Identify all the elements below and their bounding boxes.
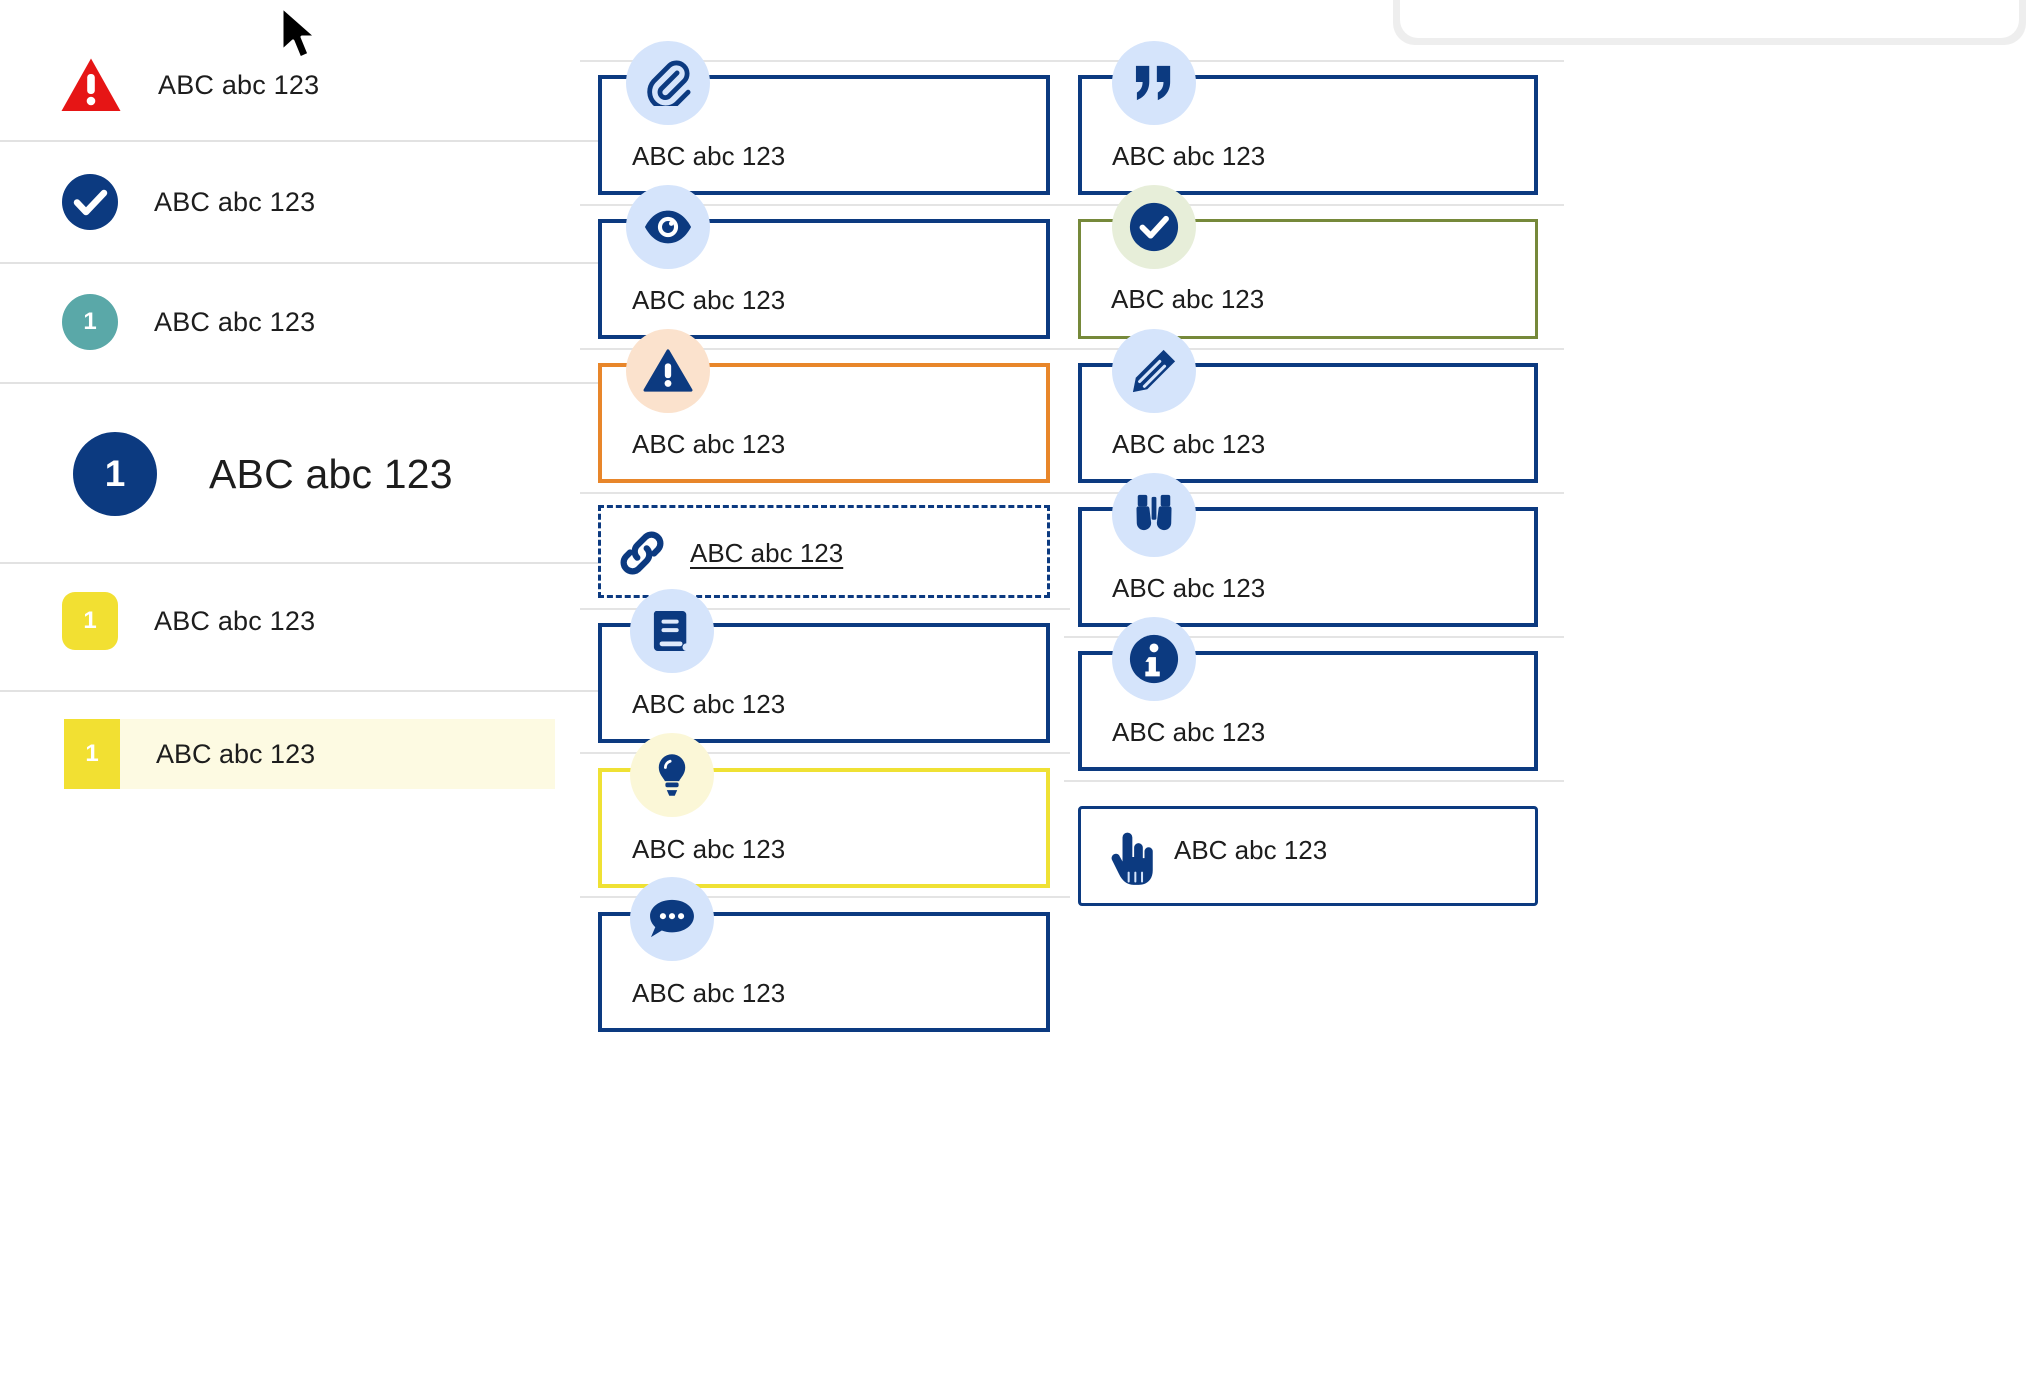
number-badge-icon: 1 bbox=[62, 592, 118, 650]
column-divider bbox=[1064, 492, 1564, 494]
sidebar-divider bbox=[0, 382, 760, 384]
sidebar-item-teal-badge[interactable]: 1 ABC abc 123 bbox=[0, 292, 760, 352]
quote-icon bbox=[1112, 41, 1196, 125]
sidebar-divider bbox=[0, 262, 760, 264]
column-divider bbox=[580, 60, 1070, 62]
card-link-label[interactable]: ABC abc 123 bbox=[690, 538, 844, 568]
sidebar-item-check[interactable]: ABC abc 123 bbox=[0, 172, 760, 232]
info-circle-icon bbox=[1112, 617, 1196, 701]
card-quote[interactable]: ABC abc 123 bbox=[1078, 75, 1538, 195]
sidebar-item-label: ABC abc 123 bbox=[158, 69, 320, 100]
card-label: ABC abc 123 bbox=[1112, 141, 1266, 171]
column-divider bbox=[580, 608, 1070, 610]
card-label: ABC abc 123 bbox=[1112, 573, 1266, 603]
column-divider bbox=[580, 348, 1070, 350]
card-label: ABC abc 123 bbox=[1112, 717, 1266, 747]
card-label: ABC abc 123 bbox=[632, 689, 786, 719]
check-circle-icon bbox=[1112, 185, 1196, 269]
card-label: ABC abc 123 bbox=[632, 834, 786, 864]
card-label: ABC abc 123 bbox=[632, 978, 786, 1008]
sidebar-item-label: ABC abc 123 bbox=[154, 306, 316, 337]
pointing-hand-icon bbox=[1102, 826, 1162, 888]
sidebar-divider bbox=[0, 690, 760, 692]
warning-triangle-icon bbox=[60, 57, 122, 113]
sidebar-item-label: ABC abc 123 bbox=[209, 450, 453, 497]
sidebar-item-yellow-badge[interactable]: 1 ABC abc 123 bbox=[0, 592, 760, 650]
sidebar-divider bbox=[0, 140, 760, 142]
column-divider bbox=[1064, 348, 1564, 350]
sidebar-item-label: ABC abc 123 bbox=[156, 738, 316, 769]
card-label: ABC abc 123 bbox=[1112, 429, 1266, 459]
right-column: ABC abc 123 ABC abc 123 ABC abc 123 ABC … bbox=[1064, 0, 1564, 1392]
sidebar-item-highlighted[interactable]: 1 ABC abc 123 bbox=[64, 719, 555, 789]
column-divider bbox=[1064, 204, 1564, 206]
column-divider bbox=[1064, 636, 1564, 638]
eye-icon bbox=[626, 185, 710, 269]
column-divider bbox=[1064, 60, 1564, 62]
binoculars-icon bbox=[1112, 473, 1196, 557]
column-divider bbox=[580, 896, 1070, 898]
card-action[interactable] bbox=[1078, 806, 1538, 906]
sidebar-item-label: ABC abc 123 bbox=[154, 605, 316, 636]
pencil-icon bbox=[1112, 329, 1196, 413]
lightbulb-icon bbox=[630, 733, 714, 817]
sidebar: ABC abc 123 ABC abc 123 1 ABC abc 123 1 … bbox=[0, 0, 760, 1392]
column-divider bbox=[580, 492, 1070, 494]
card-label: ABC abc 123 bbox=[632, 141, 786, 171]
comment-dots-icon bbox=[630, 877, 714, 961]
card-label: ABC abc 123 bbox=[1174, 835, 1328, 865]
card-label: ABC abc 123 bbox=[1111, 284, 1265, 314]
panel-edge bbox=[1400, 0, 2019, 38]
sidebar-divider bbox=[0, 562, 760, 564]
column-divider bbox=[580, 752, 1070, 754]
card-link[interactable] bbox=[598, 505, 1050, 598]
number-badge-icon: 1 bbox=[62, 294, 118, 350]
sidebar-item-warning[interactable]: ABC abc 123 bbox=[0, 52, 760, 118]
sidebar-item-label: ABC abc 123 bbox=[154, 186, 316, 217]
check-circle-icon bbox=[62, 174, 118, 230]
number-badge-icon: 1 bbox=[64, 719, 120, 789]
alert-triangle-icon bbox=[626, 329, 710, 413]
card-label: ABC abc 123 bbox=[632, 285, 786, 315]
column-divider bbox=[1064, 780, 1564, 782]
sidebar-item-primary-badge[interactable]: 1 ABC abc 123 bbox=[0, 432, 760, 516]
card-label: ABC abc 123 bbox=[632, 429, 786, 459]
number-badge-icon: 1 bbox=[73, 432, 157, 516]
column-divider bbox=[580, 204, 1070, 206]
paperclip-icon bbox=[626, 41, 710, 125]
middle-column: ABC abc 123 ABC abc 123 ABC abc 123 bbox=[580, 0, 1070, 1392]
link-icon bbox=[613, 524, 671, 582]
book-icon bbox=[630, 589, 714, 673]
